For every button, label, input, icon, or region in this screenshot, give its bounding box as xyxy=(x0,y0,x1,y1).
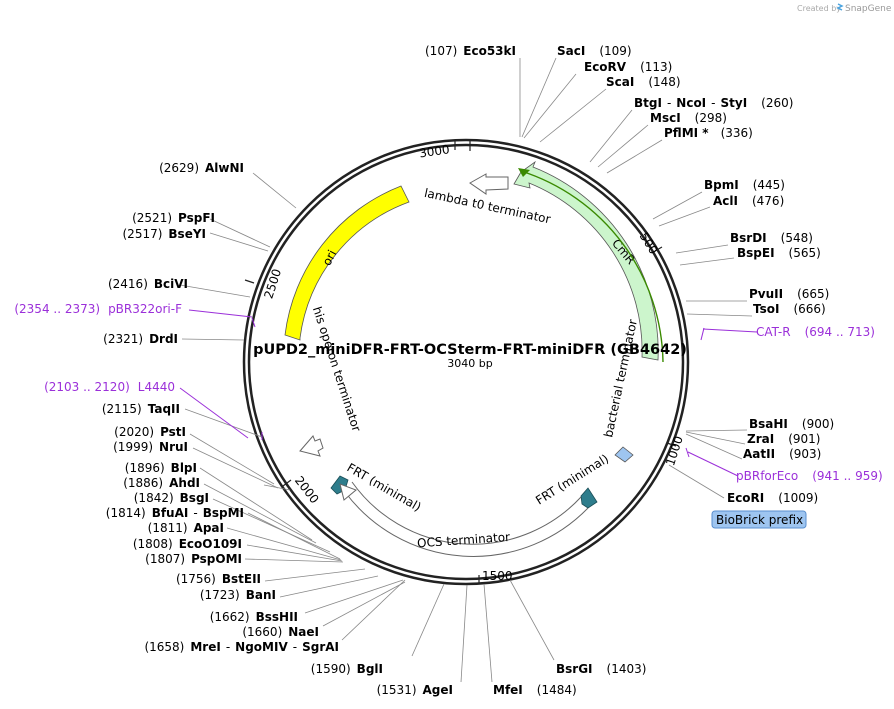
site-mrei-ngomiv-sgrai[interactable]: (1658)MreI-NgoMIV-SgrAI xyxy=(144,640,339,654)
tick-label-1000: 1000 xyxy=(663,434,686,467)
site-ahdi[interactable]: (1886)AhdI xyxy=(123,476,200,490)
site-pspfi[interactable]: (2521)PspFI xyxy=(132,211,215,225)
tick-label-500: 500 xyxy=(637,230,661,257)
site-bsahi[interactable]: BsaHI(900) xyxy=(749,417,834,431)
tick-label-3000: 3000 xyxy=(418,142,450,160)
site-bseyi[interactable]: (2517)BseYI xyxy=(123,227,207,241)
site-naei[interactable]: (1660)NaeI xyxy=(242,625,319,639)
biobrick-feature[interactable] xyxy=(614,446,634,463)
his-terminator-feature[interactable] xyxy=(299,435,324,457)
ocs-arrow-icon xyxy=(339,483,357,501)
site-scai[interactable]: ScaI(148) xyxy=(606,75,681,89)
minor-leaders xyxy=(263,484,291,491)
site-zrai[interactable]: ZraI(901) xyxy=(747,432,820,446)
ocs-terminator-label: OCS terminator xyxy=(417,530,511,550)
ori-feature[interactable] xyxy=(284,185,410,341)
site-ecorv[interactable]: EcoRV(113) xyxy=(584,60,672,74)
created-by-text: Created by xyxy=(797,4,841,13)
primer-leader-lines xyxy=(179,309,758,477)
site-agei[interactable]: (1531)AgeI xyxy=(377,683,453,697)
his-terminator-label: his operon terminator xyxy=(310,305,364,434)
site-mfei[interactable]: MfeI(1484) xyxy=(493,683,577,697)
primer-l4440[interactable]: (2103 .. 2120)L4440 xyxy=(44,380,175,394)
site-alwni[interactable]: (2629)AlwNI xyxy=(159,161,244,175)
site-bani[interactable]: (1723)BanI xyxy=(200,588,276,602)
site-btgi-ncoi-styi[interactable]: BtgI-NcoI-StyI(260) xyxy=(634,96,793,110)
backbone-inner-ring xyxy=(247,143,685,581)
tick-2500 xyxy=(244,279,255,284)
frt-right-label: FRT (minimal) xyxy=(533,452,611,508)
site-bsteii[interactable]: (1756)BstEII xyxy=(176,572,261,586)
site-bsrgi[interactable]: BsrGI(1403) xyxy=(556,662,646,676)
tick-2000 xyxy=(282,479,292,487)
site-bgli[interactable]: (1590)BglI xyxy=(311,662,383,676)
site-pflmi[interactable]: PflMI *(336) xyxy=(664,126,753,140)
site-bspei[interactable]: BspEI(565) xyxy=(737,246,821,260)
backbone-outer-ring xyxy=(242,138,690,586)
tick-1000 xyxy=(666,442,677,447)
site-eco53ki[interactable]: (107)Eco53kI xyxy=(425,44,516,58)
bacterial-terminator-label: bacterial terminator xyxy=(601,318,640,439)
site-acli[interactable]: AclI(476) xyxy=(713,194,784,208)
site-aatii[interactable]: AatII(903) xyxy=(743,447,821,461)
site-drdi[interactable]: (2321)DrdI xyxy=(103,332,178,346)
site-pvuii[interactable]: PvuII(665) xyxy=(749,287,829,301)
ocs-arc-outer xyxy=(344,491,589,557)
biobrick-badge xyxy=(711,510,807,529)
ocs-arc-inner xyxy=(351,481,582,545)
snapgene-logo-icon xyxy=(836,3,844,11)
site-eco0109i[interactable]: (1808)EcoO109I xyxy=(133,537,242,551)
site-bsgi[interactable]: (1842)BsgI xyxy=(134,491,209,505)
snapgene-brand: Created by SnapGene xyxy=(797,3,892,14)
tick-500 xyxy=(654,246,663,252)
sites-left: (1531)AgeI (1590)BglI (1658)MreI-NgoMIV-… xyxy=(102,161,453,697)
site-msci[interactable]: MscI(298) xyxy=(650,111,727,125)
tick-marks xyxy=(244,140,677,584)
snapgene-text: SnapGene xyxy=(845,4,892,14)
plasmid-length: 3040 bp xyxy=(447,357,492,370)
site-pspomi[interactable]: (1807)PspOMI xyxy=(145,552,242,566)
frt-right-icon[interactable] xyxy=(580,487,598,509)
lambda-terminator-label: lambda t0 terminator xyxy=(423,186,552,226)
plasmid-title: pUPD2_miniDFR-FRT-OCSterm-FRT-miniDFR (G… xyxy=(253,342,687,358)
ori-label: ori xyxy=(320,248,340,268)
primer-cat-r[interactable]: CAT-R(694 .. 713) xyxy=(756,325,875,339)
site-blpi[interactable]: (1896)BlpI xyxy=(125,461,197,475)
site-apai[interactable]: (1811)ApaI xyxy=(148,521,224,535)
primer-pbrforeco[interactable]: pBRforEco(941 .. 959) xyxy=(736,469,883,483)
lambda-terminator-feature[interactable] xyxy=(469,173,509,195)
site-bsshii[interactable]: (1662)BssHII xyxy=(210,610,298,624)
tick-label-1500: 1500 xyxy=(482,569,513,583)
sites-right-top: (107)Eco53kI SacI(109) EcoRV(113) ScaI(1… xyxy=(425,44,834,697)
site-psti[interactable]: (2020)PstI xyxy=(114,425,186,439)
biobrick-label-group[interactable]: BioBrick prefix xyxy=(711,510,807,529)
site-tsoi[interactable]: TsoI(666) xyxy=(753,302,826,316)
cmr-strand-arrow-icon xyxy=(518,168,530,177)
site-saci[interactable]: SacI(109) xyxy=(557,44,632,58)
site-bsrdi[interactable]: BsrDI(548) xyxy=(730,231,813,245)
cmr-feature[interactable] xyxy=(513,160,659,361)
site-nrui[interactable]: (1999)NruI xyxy=(113,440,188,454)
biobrick-label: BioBrick prefix xyxy=(716,513,803,527)
site-bcivi[interactable]: (2416)BciVI xyxy=(108,277,188,291)
site-bpmi[interactable]: BpmI(445) xyxy=(704,178,785,192)
backbone xyxy=(242,138,690,586)
primers: CAT-R(694 .. 713) pBRforEco(941 .. 959) … xyxy=(14,302,882,483)
site-ecori[interactable]: EcoRI(1009) xyxy=(727,491,818,505)
primer-pbr322ori-f[interactable]: (2354 .. 2373)pBR322ori-F xyxy=(14,302,182,316)
site-leader-lines xyxy=(179,57,753,683)
site-bfuai-bspmi[interactable]: (1814)BfuAI-BspMI xyxy=(106,506,244,520)
tick-label-2500: 2500 xyxy=(261,267,284,300)
cmr-strand-line xyxy=(520,170,664,363)
tick-label-2000: 2000 xyxy=(292,474,322,507)
map-center: pUPD2_miniDFR-FRT-OCSterm-FRT-miniDFR (G… xyxy=(253,342,687,370)
site-taqii[interactable]: (2115)TaqII xyxy=(102,402,180,416)
